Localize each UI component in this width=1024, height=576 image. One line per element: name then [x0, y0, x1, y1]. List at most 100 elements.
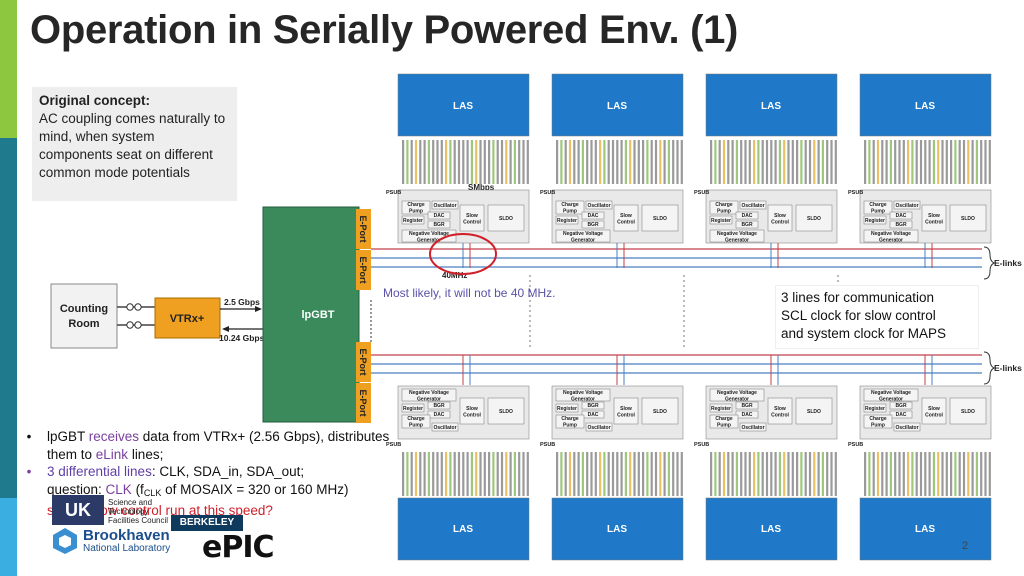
- bond-wire: [919, 140, 923, 184]
- bond-wire: [740, 452, 743, 496]
- bond-wire: [727, 452, 730, 496]
- bond-wire: [765, 140, 769, 184]
- dac-label: DAC: [434, 213, 445, 219]
- mhz-label: 40MHz: [442, 271, 467, 280]
- bond-wire: [962, 452, 966, 496]
- bond-wire: [646, 452, 649, 496]
- psub-label: PSUB: [694, 442, 709, 448]
- bond-wire: [483, 452, 486, 496]
- bond-wire: [607, 140, 610, 184]
- bond-wire: [885, 140, 888, 184]
- bond-wire: [834, 452, 837, 496]
- bond-wire: [526, 140, 529, 184]
- bond-wire: [778, 452, 781, 496]
- slow-control-label: Control: [463, 413, 481, 419]
- charge-pump-block: [863, 414, 893, 429]
- bond-wire: [919, 452, 923, 496]
- nvg-label: Generator: [571, 397, 595, 403]
- bond-wire: [581, 452, 584, 496]
- charge-pump-block: [709, 200, 739, 215]
- bond-wire: [748, 452, 751, 496]
- slow-control-block: [767, 204, 793, 232]
- las-block: [551, 497, 684, 561]
- slow-control-label: Control: [463, 220, 481, 226]
- sldo-block: [641, 204, 679, 232]
- bond-wire: [470, 452, 473, 496]
- bond-wire: [522, 452, 525, 496]
- bond-wire: [577, 452, 580, 496]
- bond-wire: [770, 452, 773, 496]
- las-label: LAS: [453, 524, 473, 535]
- bond-wire: [714, 140, 717, 184]
- bond-wire: [663, 140, 666, 184]
- bond-wire: [518, 452, 521, 496]
- bond-wire: [894, 452, 897, 496]
- charge-pump-label: Pump: [563, 423, 577, 429]
- dac-label: DAC: [742, 412, 753, 418]
- dac-label: DAC: [588, 213, 599, 219]
- bond-wire: [710, 452, 713, 496]
- slow-control-label: Control: [771, 413, 789, 419]
- dac-label: DAC: [742, 213, 753, 219]
- bond-wire: [466, 452, 469, 496]
- charge-pump-label: Charge: [869, 416, 886, 422]
- slow-control-block: [921, 397, 947, 425]
- nvg-block: [555, 229, 611, 243]
- dac-label: DAC: [434, 412, 445, 418]
- lpgbt-box: [262, 206, 360, 423]
- bond-wire: [560, 140, 563, 184]
- bond-wire: [911, 452, 914, 496]
- bond-wire: [642, 140, 645, 184]
- eport-label: E-Port: [358, 349, 368, 376]
- bond-wire: [505, 452, 508, 496]
- nvg-label: Generator: [571, 238, 595, 244]
- slow-control-label: Slow: [928, 213, 940, 219]
- oscillator-label: Oscillator: [741, 425, 764, 431]
- bond-wire: [881, 140, 884, 184]
- las-label: LAS: [761, 101, 781, 112]
- nvg-label: Negative Voltage: [871, 231, 911, 237]
- bond-wire: [787, 452, 790, 496]
- bond-wire: [817, 140, 820, 184]
- bond-wire: [984, 140, 987, 184]
- sensor-column-top: LASPSUBChargePumpOscillatorRegisterDACBG…: [694, 73, 838, 268]
- bond-wire: [928, 140, 931, 184]
- bond-wire: [941, 140, 944, 184]
- bond-wire: [950, 140, 953, 184]
- las-block: [397, 497, 530, 561]
- elinks-label-bottom: E-links: [994, 363, 1022, 373]
- bond-wire: [581, 140, 584, 184]
- las-label: LAS: [915, 101, 935, 112]
- rate-up-label: 2.5 Gbps: [224, 297, 260, 307]
- accent-bar-top: [0, 0, 17, 138]
- bond-wire: [796, 140, 799, 184]
- oscillator-label: Oscillator: [895, 425, 918, 431]
- bond-wire: [753, 452, 756, 496]
- bond-wire: [500, 452, 504, 496]
- bullet-lpgbt: • lpGBT receives data from VTRx+ (2.56 G…: [26, 429, 390, 462]
- dac-block: [427, 211, 451, 220]
- slow-control-label: Slow: [466, 406, 478, 412]
- bgr-label: BGR: [741, 222, 753, 228]
- las-block: [397, 73, 530, 137]
- register-label: Register: [711, 406, 731, 412]
- bond-wire: [980, 452, 983, 496]
- bgr-label: BGR: [587, 403, 599, 409]
- smbps-label: SMbps: [468, 183, 495, 192]
- bond-wire: [427, 140, 430, 184]
- bond-wire: [676, 140, 679, 184]
- bond-wire: [611, 140, 615, 184]
- nvg-label: Generator: [879, 397, 903, 403]
- bond-wire: [778, 140, 781, 184]
- bond-wire: [826, 452, 829, 496]
- bond-wire: [889, 452, 892, 496]
- bond-wire: [586, 140, 589, 184]
- bond-wire: [509, 452, 512, 496]
- bond-wire: [937, 452, 940, 496]
- psub-label: PSUB: [848, 190, 863, 196]
- register-block: [709, 403, 733, 413]
- bond-wire: [402, 140, 405, 184]
- nvg-label: Negative Voltage: [409, 390, 449, 396]
- bond-wire: [432, 140, 435, 184]
- bond-wire: [813, 452, 816, 496]
